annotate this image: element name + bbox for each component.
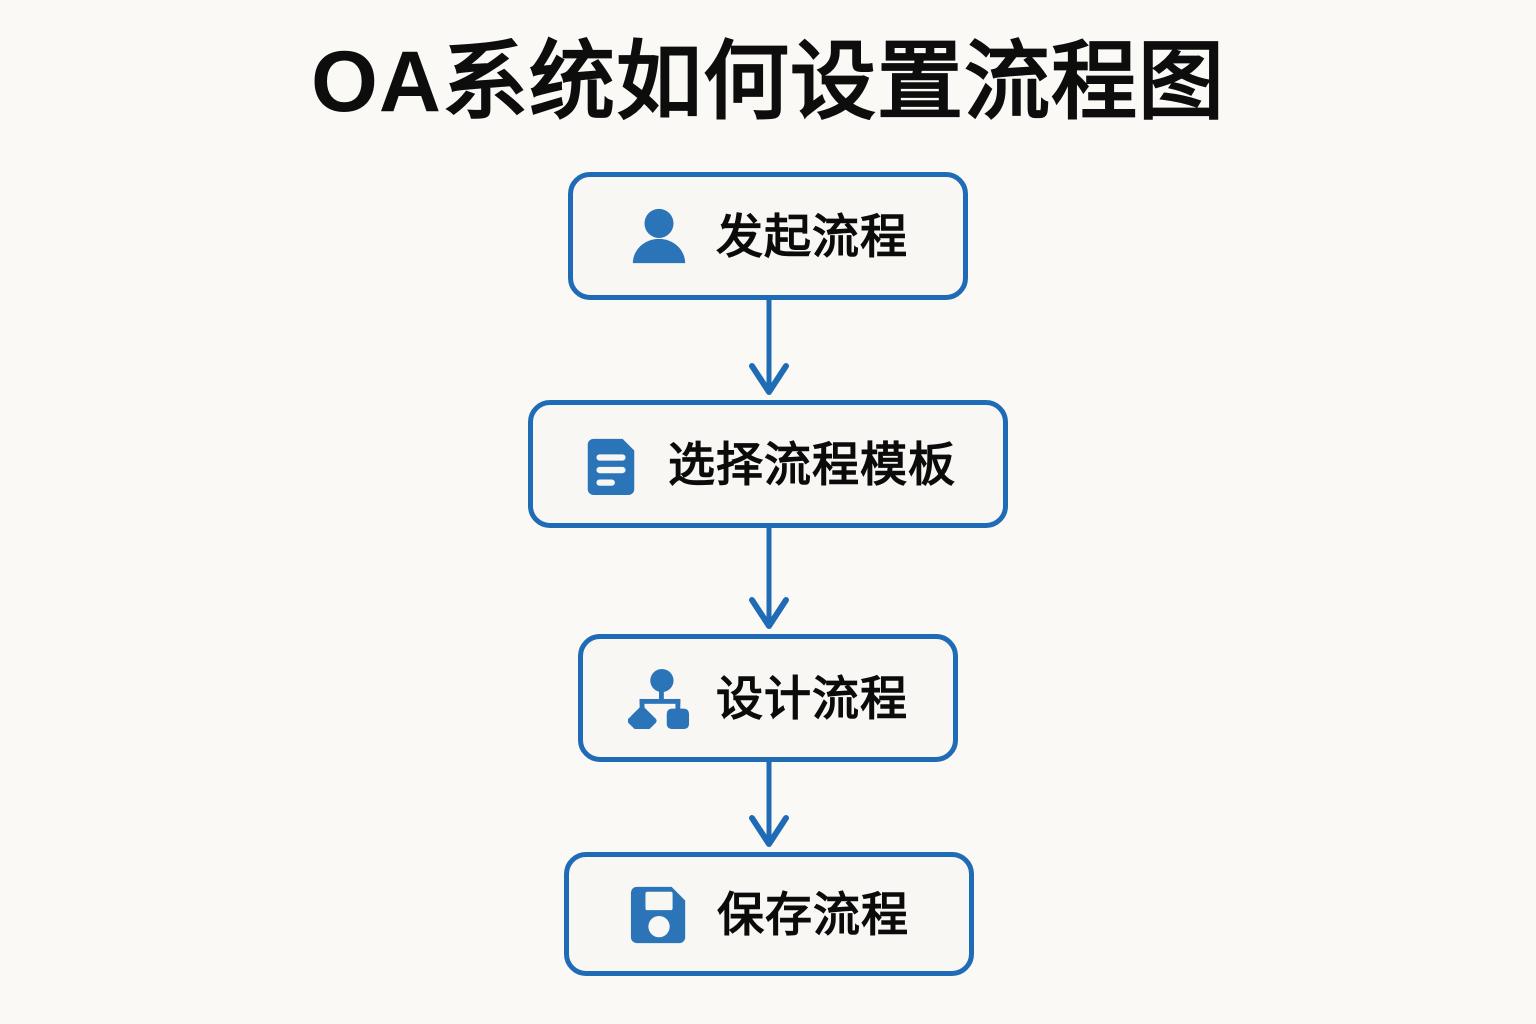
person-icon bbox=[632, 208, 686, 264]
flow-node-label: 选择流程模板 bbox=[668, 437, 956, 491]
flow-node-label: 设计流程 bbox=[716, 671, 908, 725]
flow-connector-arrow-down bbox=[748, 300, 790, 400]
document-icon bbox=[587, 438, 635, 495]
flow-connector-arrow-down bbox=[748, 528, 790, 634]
flow-node-save-process[interactable]: 保存流程 bbox=[564, 852, 974, 976]
flow-connector-arrow-down bbox=[748, 762, 790, 852]
flow-node-start-process[interactable]: 发起流程 bbox=[568, 172, 968, 300]
flow-node-select-template[interactable]: 选择流程模板 bbox=[528, 400, 1008, 528]
flow-node-label: 发起流程 bbox=[716, 209, 908, 263]
save-floppy-icon bbox=[630, 886, 686, 944]
flowchart-hierarchy-icon bbox=[628, 668, 690, 729]
page-title: OA系统如何设置流程图 bbox=[311, 34, 1225, 130]
flow-node-design-process[interactable]: 设计流程 bbox=[578, 634, 958, 762]
flow-node-label: 保存流程 bbox=[717, 887, 909, 941]
